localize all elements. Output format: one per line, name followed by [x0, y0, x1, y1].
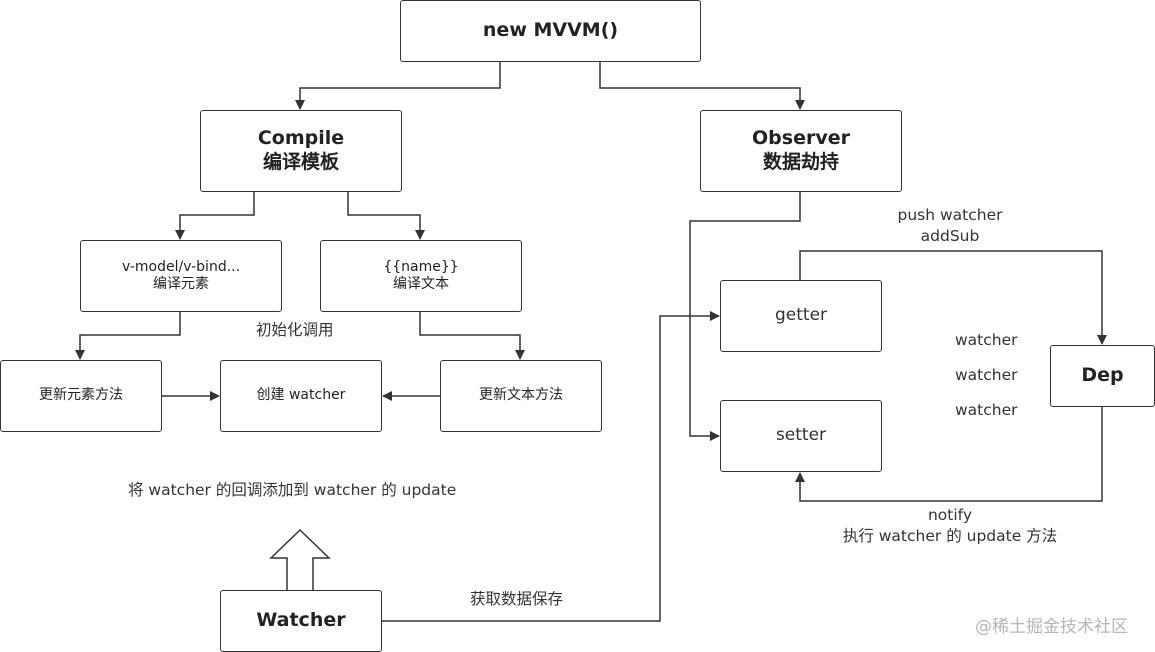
- getter-node: getter: [720, 280, 882, 352]
- arrow-mvvm-to-compile: [295, 62, 501, 110]
- setter-node: setter: [720, 400, 882, 472]
- watcher-label: Watcher: [256, 609, 346, 632]
- getter-label: getter: [774, 305, 828, 326]
- name-template-subtitle: 编译文本: [393, 276, 449, 292]
- notify-action-label: 执行 watcher 的 update 方法: [842, 527, 1058, 545]
- create-watcher-node: 创建 watcher: [220, 360, 382, 432]
- compile-node: Compile 编译模板: [200, 110, 402, 192]
- watcher-node: Watcher: [220, 590, 382, 652]
- arrow-dep-to-setter: [795, 407, 1103, 502]
- new-mvvm-label: new MVVM(): [482, 19, 619, 42]
- notify-label: notify: [927, 506, 973, 524]
- observer-node: Observer 数据劫持: [700, 110, 902, 192]
- get-data-label: 获取数据保存: [470, 590, 564, 608]
- arrow-vmodel-to-update-element: [75, 312, 181, 360]
- dep-watcher-label: watcher: [955, 366, 1018, 384]
- arrow-mvvm-to-observer: [599, 62, 805, 110]
- observer-title: Observer: [752, 127, 850, 150]
- arrow-observer-to-setter: [689, 192, 801, 441]
- update-element-node: 更新元素方法: [0, 360, 162, 432]
- dep-label: Dep: [1081, 364, 1124, 387]
- arrow-compile-to-name: [347, 192, 425, 240]
- dep-watcher-label: watcher: [955, 401, 1018, 419]
- update-text-label: 更新文本方法: [479, 387, 563, 404]
- dep-node: Dep: [1050, 345, 1155, 407]
- vmodel-subtitle: 编译元素: [153, 276, 209, 292]
- setter-label: setter: [775, 425, 827, 446]
- arrow-compile-to-vmodel: [175, 192, 255, 240]
- name-template-title: {{name}}: [383, 258, 459, 275]
- push-watcher-label: push watcher: [897, 206, 1003, 224]
- arrow-getter-to-dep: [799, 250, 1107, 345]
- new-mvvm-node: new MVVM(): [400, 0, 701, 62]
- arrow-name-to-update-text: [419, 312, 525, 360]
- create-watcher-label: 创建 watcher: [256, 387, 346, 404]
- compile-subtitle: 编译模板: [262, 151, 339, 173]
- update-text-node: 更新文本方法: [440, 360, 602, 432]
- dep-watcher-label: watcher: [955, 331, 1018, 349]
- compile-title: Compile: [257, 127, 345, 150]
- add-sub-label: addSub: [920, 227, 980, 245]
- update-element-label: 更新元素方法: [39, 387, 123, 404]
- vmodel-title: v-model/v-bind...: [121, 258, 241, 275]
- observer-subtitle: 数据劫持: [762, 151, 839, 173]
- vmodel-node: v-model/v-bind... 编译元素: [80, 240, 282, 312]
- add-callback-label: 将 watcher 的回调添加到 watcher 的 update: [128, 481, 457, 499]
- watermark: @稀土掘金技术社区: [975, 617, 1128, 637]
- arrow-watcher-to-getter: [382, 311, 720, 622]
- hollow-up-arrow: [269, 528, 331, 591]
- name-template-node: {{name}} 编译文本: [320, 240, 522, 312]
- init-call-label: 初始化调用: [256, 321, 334, 339]
